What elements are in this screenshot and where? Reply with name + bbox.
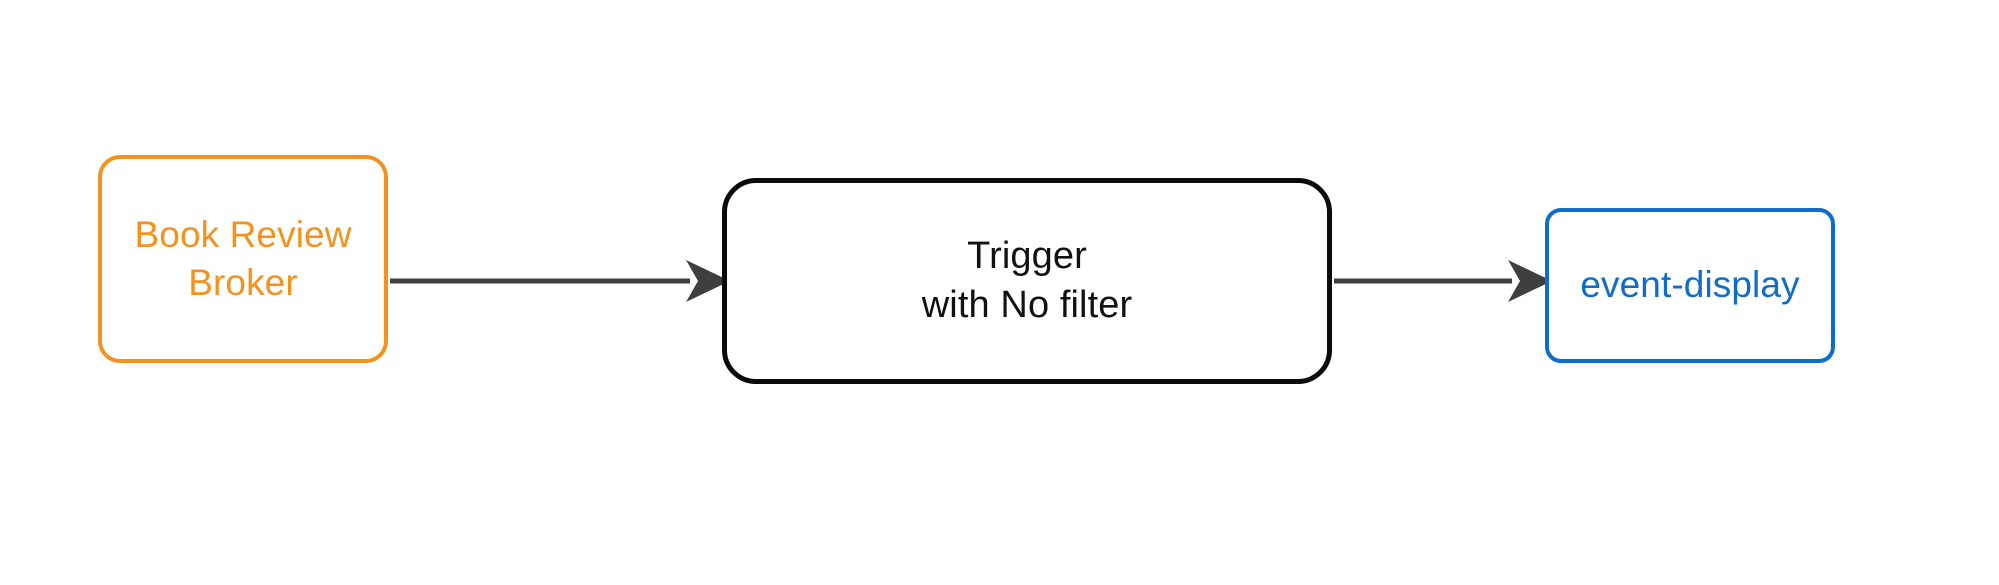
node-book-review-broker[interactable]: Book Review Broker <box>98 155 388 363</box>
edge-trigger-to-sink <box>1334 260 1552 302</box>
node-broker-label: Book Review Broker <box>134 213 352 303</box>
node-event-display[interactable]: event-display <box>1545 208 1835 363</box>
arrowhead-icon <box>1508 260 1552 302</box>
node-sink-label: event-display <box>1580 264 1800 306</box>
node-trigger[interactable]: Trigger with No filter <box>722 178 1332 384</box>
arrowhead-icon <box>686 260 730 302</box>
edge-broker-to-trigger <box>390 260 730 302</box>
node-trigger-label: Trigger with No filter <box>921 234 1133 326</box>
